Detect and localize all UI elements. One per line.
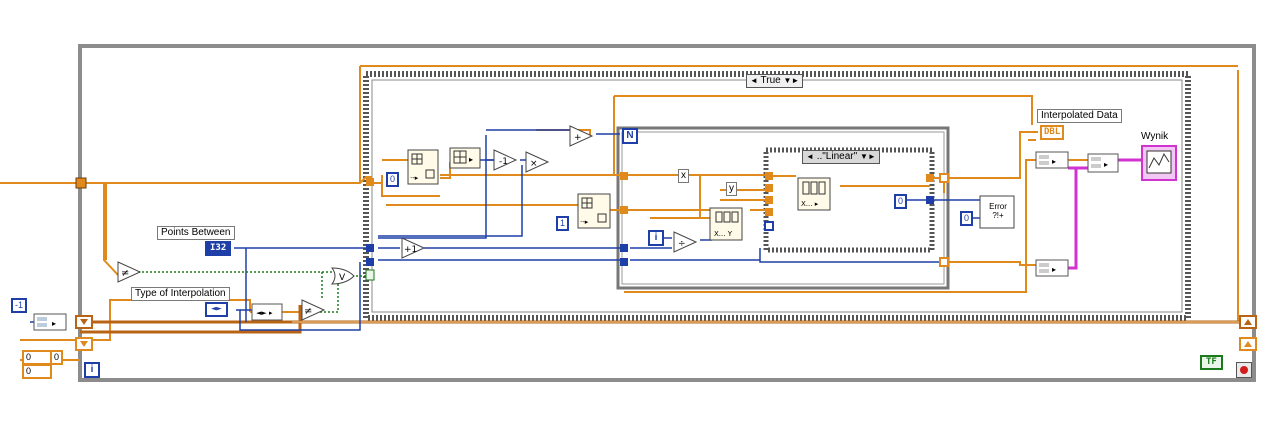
inner-case-tunnels[interactable] bbox=[764, 172, 934, 231]
stop-condition-terminal[interactable]: TF bbox=[1200, 355, 1223, 370]
svg-text:÷: ÷ bbox=[678, 239, 686, 249]
or-node[interactable]: V bbox=[331, 267, 355, 285]
svg-text:X... Y: X... Y bbox=[714, 230, 733, 238]
case-tunnels[interactable] bbox=[365, 178, 375, 281]
svg-text:+1: +1 bbox=[404, 245, 417, 255]
svg-text:▸: ▸ bbox=[469, 155, 473, 164]
compare-not-equal-node[interactable]: ≠ bbox=[117, 261, 142, 283]
enum-compare-node[interactable]: ◄► ▸ bbox=[251, 303, 283, 321]
for-loop-frame[interactable] bbox=[616, 126, 950, 290]
case-prev-arrow[interactable]: ◄ bbox=[750, 76, 758, 85]
svg-text:·-▸: ·-▸ bbox=[580, 218, 589, 226]
svg-text:V: V bbox=[339, 273, 346, 283]
stop-icon[interactable] bbox=[1236, 362, 1252, 378]
shift-register-left-lower[interactable] bbox=[75, 315, 93, 351]
divide-node[interactable]: ÷ bbox=[673, 231, 698, 253]
zero-index-constant[interactable]: 0 bbox=[386, 172, 400, 187]
svg-text:▸: ▸ bbox=[1104, 160, 1108, 169]
svg-text:◄► ▸: ◄► ▸ bbox=[256, 309, 273, 317]
wynik-label: Wynik bbox=[1141, 131, 1169, 142]
array-subset-vi[interactable]: ▸ bbox=[449, 147, 481, 169]
svg-text:·-▸: ·-▸ bbox=[410, 174, 419, 182]
not-equal-node-2[interactable]: ≠ bbox=[301, 299, 326, 321]
decrement-node[interactable]: -1 bbox=[493, 149, 518, 171]
y-tunnel-label: y bbox=[726, 182, 737, 196]
while-loop-iteration-terminal[interactable]: i bbox=[84, 362, 100, 378]
ramp-pattern-vi[interactable]: X... Y bbox=[709, 207, 743, 241]
bundle-node-2[interactable]: ▸ bbox=[1035, 259, 1069, 277]
array-constant-top[interactable]: 0 bbox=[22, 350, 52, 365]
case-structure-frame[interactable] bbox=[363, 71, 1191, 321]
points-between-label: Points Between bbox=[157, 226, 235, 240]
case-next-arrow[interactable]: ▼► bbox=[783, 76, 800, 85]
wynik-graph-indicator[interactable] bbox=[1141, 145, 1177, 181]
for-loop-iteration-terminal[interactable]: i bbox=[648, 230, 664, 246]
build-array-left[interactable]: ▸ bbox=[33, 313, 67, 331]
index-array-vi-1[interactable]: ·-▸ bbox=[407, 149, 439, 185]
error-handler-vi[interactable] bbox=[979, 195, 1015, 229]
svg-text:≠: ≠ bbox=[121, 268, 129, 279]
inner-zero-constant[interactable]: 0 bbox=[894, 194, 908, 209]
inner-case-prev-arrow[interactable]: ◄ bbox=[806, 152, 814, 161]
for-loop-tunnels[interactable] bbox=[620, 172, 949, 267]
svg-text:X... ▸: X... ▸ bbox=[801, 200, 819, 208]
add-node[interactable]: + bbox=[569, 125, 594, 147]
interpolated-data-terminal[interactable]: DBL bbox=[1040, 125, 1065, 140]
one-index-constant[interactable]: 1 bbox=[556, 216, 570, 231]
svg-text:▸: ▸ bbox=[1052, 157, 1056, 166]
array-constant-bottom[interactable]: 0 bbox=[22, 364, 52, 379]
type-of-interpolation-label: Type of Interpolation bbox=[131, 287, 230, 301]
array-index-constant[interactable]: 0 bbox=[50, 350, 64, 365]
svg-text:▸: ▸ bbox=[52, 319, 56, 328]
svg-text:+: + bbox=[574, 133, 582, 143]
error-zero-constant[interactable]: 0 bbox=[960, 211, 974, 226]
error-handler-label: Error ?!+ bbox=[989, 202, 1007, 220]
neg-one-constant[interactable]: -1 bbox=[11, 298, 28, 313]
type-of-interpolation-terminal[interactable]: ◄► bbox=[205, 302, 228, 317]
svg-text:≠: ≠ bbox=[304, 306, 312, 317]
bundle-node-1[interactable]: ▸ bbox=[1035, 151, 1069, 169]
index-array-vi-2[interactable]: ·-▸ bbox=[577, 193, 611, 229]
shift-register-right[interactable] bbox=[1239, 315, 1257, 351]
svg-text:×: × bbox=[530, 159, 538, 169]
build-array-node[interactable]: ▸ bbox=[1087, 153, 1119, 173]
case-selector-value: True bbox=[760, 75, 781, 86]
increment-node[interactable]: +1 bbox=[401, 237, 426, 259]
while-loop-frame[interactable] bbox=[78, 44, 1256, 382]
x-tunnel-label: x bbox=[678, 169, 689, 183]
for-loop-count-terminal[interactable]: N bbox=[622, 128, 638, 144]
inner-case-next-arrow[interactable]: ▼► bbox=[859, 152, 876, 161]
svg-text:-1: -1 bbox=[499, 157, 508, 167]
points-between-terminal[interactable]: I32 bbox=[205, 241, 232, 256]
shift-register-left[interactable] bbox=[75, 177, 87, 189]
svg-text:▸: ▸ bbox=[1052, 265, 1056, 274]
case-selector[interactable]: ◄ True ▼► bbox=[746, 74, 804, 88]
interpolated-data-label: Interpolated Data bbox=[1037, 109, 1122, 123]
multiply-node[interactable]: × bbox=[525, 151, 550, 173]
inner-case-selector-value: .."Linear" bbox=[816, 151, 858, 162]
interpolate-1d-vi[interactable]: X... ▸ bbox=[797, 177, 831, 211]
inner-case-selector[interactable]: ◄ .."Linear" ▼► bbox=[802, 150, 880, 164]
